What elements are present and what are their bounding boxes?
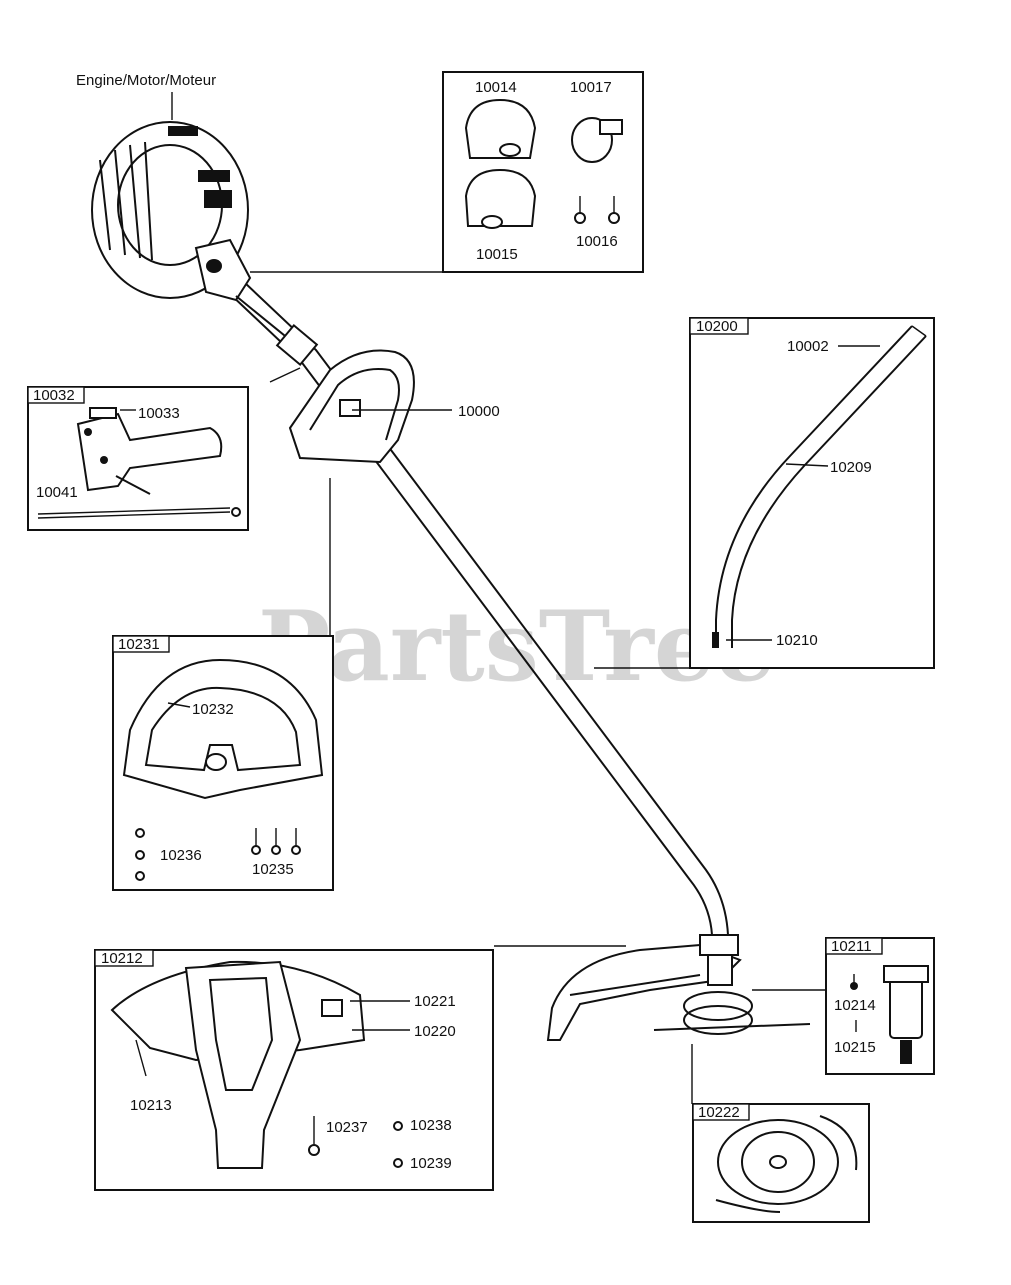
- callout-10238: 10238: [410, 1117, 452, 1134]
- box-upper-tube: 10200 10002 10209 10210: [594, 317, 935, 669]
- callout-10200: 10200: [696, 318, 738, 335]
- callout-10032: 10032: [33, 387, 75, 404]
- trimmer-head-illustration: [494, 934, 826, 1104]
- callout-10041: 10041: [36, 484, 78, 501]
- engine-illustration: Engine/Motor/Moteur: [76, 72, 443, 383]
- callout-10214: 10214: [834, 997, 876, 1014]
- callout-10222: 10222: [698, 1104, 740, 1121]
- callout-10015: 10015: [476, 246, 518, 263]
- callout-10221: 10221: [414, 993, 456, 1010]
- callout-10215: 10215: [834, 1039, 876, 1056]
- callout-10017: 10017: [570, 79, 612, 96]
- callout-10209: 10209: [830, 459, 872, 476]
- callout-10231: 10231: [118, 636, 160, 653]
- box-guard-handle: 10231 10232 10236 10235: [112, 635, 334, 891]
- callout-10232: 10232: [192, 701, 234, 718]
- callout-10239: 10239: [410, 1155, 452, 1172]
- callout-10016: 10016: [576, 233, 618, 250]
- callout-10211: 10211: [831, 938, 872, 955]
- callout-10236: 10236: [160, 847, 202, 864]
- box-spool: 10222: [692, 1103, 870, 1223]
- callout-10237: 10237: [326, 1119, 368, 1136]
- callout-10002: 10002: [787, 338, 829, 355]
- engine-label: Engine/Motor/Moteur: [76, 72, 216, 89]
- box-throttle-handle: 10032 10033 10041: [27, 386, 249, 531]
- callout-10213: 10213: [130, 1097, 172, 1114]
- loop-handle-illustration: [288, 349, 452, 663]
- callout-10033: 10033: [138, 405, 180, 422]
- callout-10212: 10212: [101, 950, 143, 967]
- callout-10014: 10014: [475, 79, 517, 96]
- callout-10000: 10000: [458, 403, 500, 420]
- main-shaft: [227, 281, 729, 936]
- callout-10235: 10235: [252, 861, 294, 878]
- callout-10220: 10220: [414, 1023, 456, 1040]
- box-guard: 10212 10221 10220 10213 10237 10238 1023…: [94, 949, 494, 1191]
- box-gearhead: 10211 10214 10215: [825, 937, 935, 1075]
- callout-10210: 10210: [776, 632, 818, 649]
- box-shields: 10014 10017 10016 10015: [442, 71, 644, 273]
